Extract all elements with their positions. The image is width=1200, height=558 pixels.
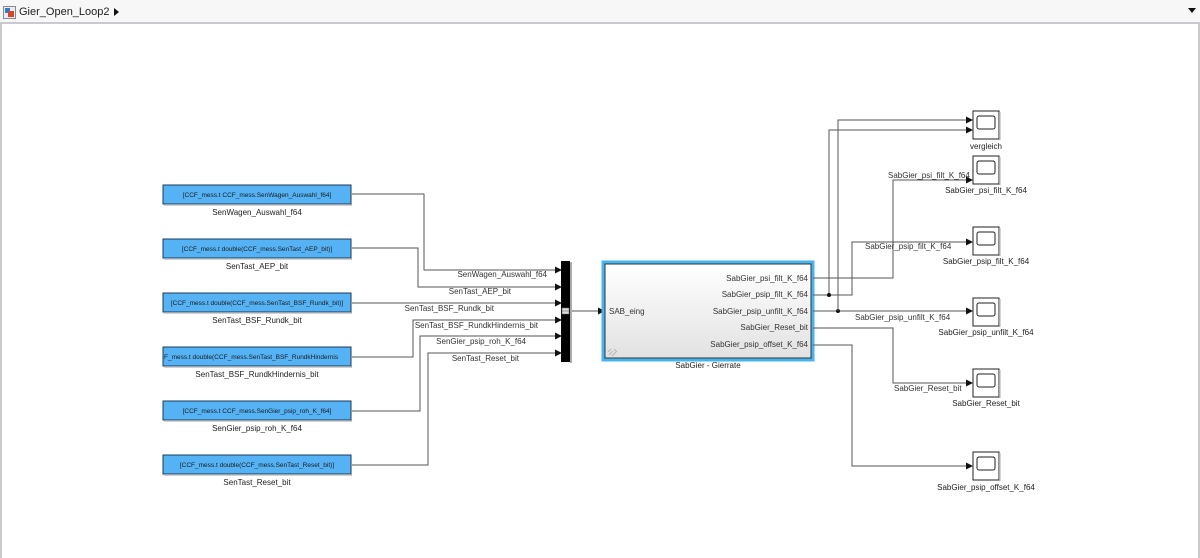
wire-aep — [352, 247, 562, 291]
signal-label: SenGier_psip_roh_K_f64 — [436, 337, 526, 346]
subsystem-output-port: SabGier_psi_filt_K_f64 — [726, 274, 808, 283]
scope-icon — [976, 231, 996, 246]
signal-label: SabGier_psip_unfilt_K_f64 — [855, 313, 951, 322]
from-block-text: [CCF_mess.t double(CCF_mess.SenTast_BSF_… — [171, 300, 344, 307]
signal-label: SenTast_Reset_bit — [452, 354, 520, 363]
subsystem-output-port: SabGier_psip_filt_K_f64 — [722, 290, 809, 299]
output-signal-labels: SabGier_psi_filt_K_f64 SabGier_psip_filt… — [855, 171, 970, 393]
signal-label: SenTast_AEP_bit — [449, 287, 512, 296]
breadcrumb-dropdown-icon[interactable] — [1188, 8, 1196, 13]
input-signal-labels: SenWagen_Auswahl_f64 SenTast_AEP_bit Sen… — [405, 270, 548, 363]
from-block-text: [CCF_mess.t double(CCF_mess.SenTast_Rese… — [180, 462, 334, 469]
breadcrumb-expand-arrow-icon[interactable] — [113, 8, 119, 16]
from-block-name: SenTast_Reset_bit — [223, 478, 291, 487]
from-block-text: F_mess.t double(CCF_mess.SenTast_BSF_Run… — [164, 354, 339, 361]
subsystem-output-port: SabGier_psip_unfilt_K_f64 — [713, 307, 809, 316]
signal-label: SabGier_Reset_bit — [894, 384, 962, 393]
from-blocks: [CCF_mess.t CCF_mess.SenWagen_Auswahl_f6… — [162, 184, 352, 487]
canvas-border-left — [0, 24, 2, 558]
from-block-text: [CCF_mess.t CCF_mess.SenWagen_Auswahl_f6… — [183, 192, 332, 199]
scope-block[interactable]: SabGier_psi_filt_K_f64 — [945, 155, 1027, 195]
scope-icon — [976, 456, 996, 471]
mux-block[interactable] — [561, 261, 572, 363]
canvas-border-right — [1198, 24, 1200, 558]
breadcrumb: Gier_Open_Loop2 — [3, 4, 119, 20]
from-block[interactable]: [CCF_mess.t double(CCF_mess.SenTast_Rese… — [162, 454, 352, 487]
from-block-text: [CCF_mess.t double(CCF_mess.SenTast_AEP_… — [182, 246, 332, 253]
breadcrumb-model-name[interactable]: Gier_Open_Loop2 — [19, 6, 110, 18]
scope-name: SabGier_psip_unfilt_K_f64 — [938, 328, 1034, 337]
signal-label: SenWagen_Auswahl_f64 — [457, 270, 547, 279]
scope-name: SabGier_psi_filt_K_f64 — [945, 186, 1027, 195]
from-block-name: SenTast_BSF_Rundk_bit — [212, 316, 302, 325]
subsystem-input-port: SAB_eing — [609, 307, 645, 316]
from-block[interactable]: [CCF_mess.t CCF_mess.SenGier_psip_roh_K_… — [162, 400, 352, 433]
subsystem-output-port: SabGier_Reset_bit — [740, 323, 808, 332]
signal-label: SabGier_psi_filt_K_f64 — [888, 171, 970, 180]
scope-block[interactable]: SabGier_psip_unfilt_K_f64 — [938, 297, 1034, 337]
from-block-name: SenTast_AEP_bit — [226, 262, 289, 271]
subsystem-name: SabGier - Gierrate — [675, 361, 741, 370]
scope-block[interactable]: vergleich — [970, 110, 1002, 151]
subsystem-block[interactable]: SAB_eing SabGier_psi_filt_K_f64 SabGier_… — [601, 260, 815, 370]
from-block-name: SenGier_psip_roh_K_f64 — [212, 424, 302, 433]
from-block[interactable]: [CCF_mess.t CCF_mess.SenWagen_Auswahl_f6… — [162, 184, 352, 217]
scope-block[interactable]: SabGier_psip_filt_K_f64 — [943, 226, 1030, 266]
from-block[interactable]: [CCF_mess.t double(CCF_mess.SenTast_AEP_… — [162, 238, 352, 271]
wire-bsf-rundkhindernis — [352, 316, 562, 358]
scope-name: SabGier_Reset_bit — [952, 399, 1020, 408]
from-block-name: SenWagen_Auswahl_f64 — [212, 208, 302, 217]
wire-senwagen — [352, 193, 562, 274]
from-block[interactable]: F_mess.t double(CCF_mess.SenTast_BSF_Run… — [162, 346, 352, 379]
scope-name: SabGier_psip_offset_K_f64 — [937, 483, 1035, 492]
subsystem-output-port: SabGier_psip_offset_K_f64 — [710, 340, 808, 349]
library-link-icon — [607, 348, 618, 357]
scope-icon — [976, 115, 996, 130]
scope-name: SabGier_psip_filt_K_f64 — [943, 257, 1030, 266]
from-block-text: [CCF_mess.t CCF_mess.SenGier_psip_roh_K_… — [183, 408, 332, 415]
signal-label: SabGier_psip_filt_K_f64 — [865, 242, 952, 251]
scope-icon — [976, 302, 996, 317]
scopes: vergleich SabGier_psi_filt_K_f64 SabGier… — [937, 110, 1035, 492]
explorer-bar: Gier_Open_Loop2 — [0, 0, 1200, 24]
scope-icon — [976, 160, 996, 175]
scope-block[interactable]: SabGier_psip_offset_K_f64 — [937, 451, 1035, 492]
from-block-name: SenTast_BSF_RundkHindernis_bit — [195, 370, 319, 379]
from-block[interactable]: [CCF_mess.t double(CCF_mess.SenTast_BSF_… — [162, 292, 352, 325]
signal-label: SenTast_BSF_Rundk_bit — [405, 304, 495, 313]
wire-reset — [352, 349, 562, 466]
signal-label: SenTast_BSF_RundkHindernis_bit — [415, 321, 539, 330]
input-wires — [352, 193, 605, 466]
output-wires — [813, 116, 973, 470]
simulink-model-icon — [3, 5, 16, 19]
wire-psip-roh — [352, 332, 562, 412]
scope-icon — [976, 373, 996, 388]
scope-name: vergleich — [970, 142, 1002, 151]
scope-block[interactable]: SabGier_Reset_bit — [952, 368, 1021, 408]
